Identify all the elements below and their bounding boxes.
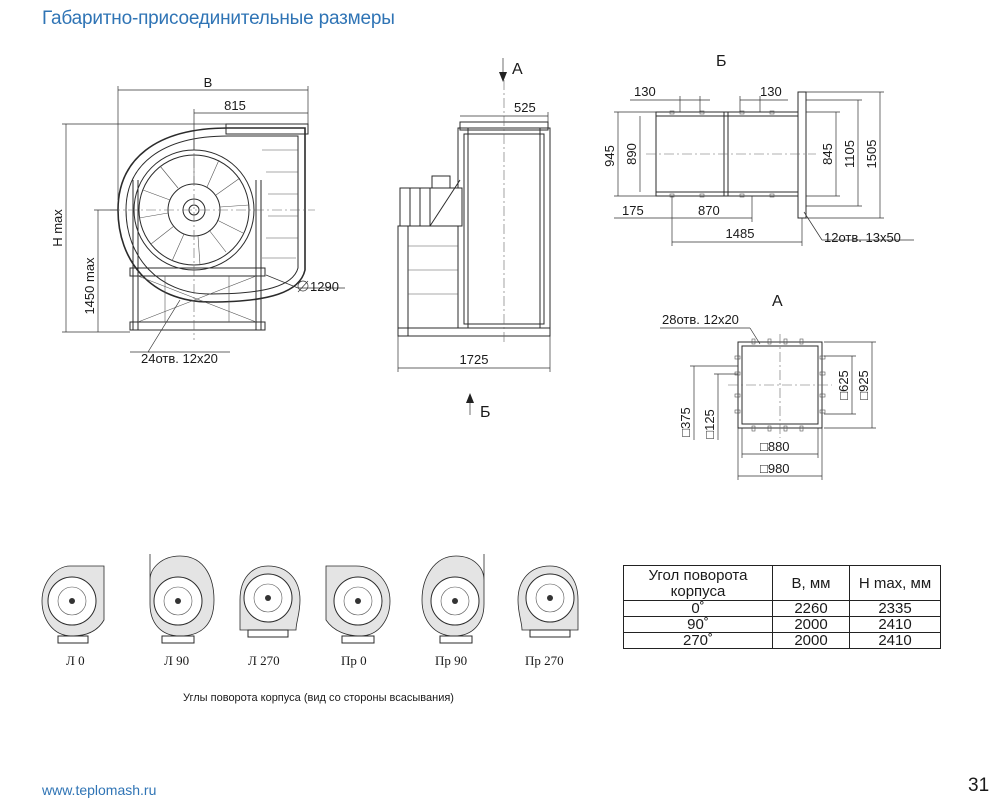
table-row: 90˚ 2000 2410 — [623, 616, 941, 633]
table-cell: 0˚ — [623, 600, 773, 617]
table-cell: 2410 — [849, 632, 941, 649]
front-arrow-a: А — [512, 61, 523, 78]
table-header: H max, мм — [849, 565, 941, 601]
front-view: А Б 525 1725 — [397, 58, 551, 421]
side-holes-label: 24отв. 12х20 — [141, 351, 218, 366]
table-header-row: Угол поворота корпуса В, мм H max, мм — [623, 565, 941, 601]
table-cell: 2410 — [849, 616, 941, 633]
dim-1505-label: 1505 — [864, 140, 879, 169]
view-b-holes-label: 12отв. 13х50 — [824, 230, 901, 245]
view-a-holes-label: 28отв. 12х20 — [662, 312, 739, 327]
sizes-table: Угол поворота корпуса В, мм H max, мм 0˚… — [623, 565, 941, 649]
dim-945-label: 945 — [602, 145, 617, 167]
view-a: А 28отв. 12х20 □625 □925 □375 — [660, 293, 876, 480]
rotation-icons: Л 0 Л 90 Л 270 Пр 0 — [41, 554, 579, 668]
dim-175-label: 175 — [622, 203, 644, 218]
rotation-label-l0: Л 0 — [66, 653, 85, 668]
dim-815-label: 815 — [224, 98, 246, 113]
page-title: Габаритно-присоединительные размеры — [42, 8, 395, 29]
rotation-icon-pr90: Пр 90 — [421, 554, 485, 668]
rotation-icon-pr270: Пр 270 — [517, 565, 579, 668]
dim-b-label: В — [204, 75, 213, 90]
table-cell: 2335 — [849, 600, 941, 617]
dim-130-right: 130 — [760, 84, 782, 99]
dim-125-label: □125 — [702, 409, 717, 439]
table-row: 270˚ 2000 2410 — [623, 632, 941, 649]
side-view: В 815 H max 1450 max 1290 24отв. 12х20 — [50, 75, 345, 366]
dim-1105-label: 1105 — [842, 140, 857, 168]
page-number: 31 — [968, 775, 990, 796]
table-header: В, мм — [772, 565, 850, 601]
rotation-label-pr270: Пр 270 — [525, 653, 564, 668]
view-b: Б 130 130 945 890 845 — [602, 53, 914, 246]
rotations-caption: Углы поворота корпуса (вид со стороны вс… — [183, 692, 454, 704]
table-cell: 2260 — [772, 600, 850, 617]
rotation-label-pr90: Пр 90 — [435, 653, 467, 668]
dim-845-label: 845 — [820, 143, 835, 165]
dim-625-label: □625 — [836, 370, 851, 400]
dim-925-label: □925 — [856, 370, 871, 400]
rotation-icon-pr0: Пр 0 — [325, 565, 391, 668]
view-b-title: Б — [716, 53, 727, 70]
dim-1725-label: 1725 — [460, 352, 489, 367]
site-url-link[interactable]: www.teplomash.ru — [42, 782, 157, 798]
table-cell: 270˚ — [623, 632, 773, 649]
rotation-icon-l90: Л 90 — [149, 554, 215, 668]
rotation-icon-l0: Л 0 — [41, 565, 105, 668]
table-cell: 2000 — [772, 632, 850, 649]
dim-880-label: □880 — [760, 439, 790, 454]
dim-870-label: 870 — [698, 203, 720, 218]
dim-980-label: □980 — [760, 461, 790, 476]
table-cell: 2000 — [772, 616, 850, 633]
table-cell: 90˚ — [623, 616, 773, 633]
view-a-title: А — [772, 293, 783, 310]
dim-d1290-label: 1290 — [310, 279, 339, 294]
dim-1485-label: 1485 — [726, 226, 755, 241]
dim-375-label: □375 — [678, 407, 693, 437]
dim-1450-label: 1450 max — [82, 257, 97, 315]
front-arrow-b: Б — [480, 404, 491, 421]
rotation-icon-l270: Л 270 — [239, 565, 301, 668]
table-row: 0˚ 2260 2335 — [623, 600, 941, 617]
table-header: Угол поворота корпуса — [623, 565, 773, 601]
rotation-label-l270: Л 270 — [248, 653, 280, 668]
dim-890-label: 890 — [624, 143, 639, 165]
rotation-label-l90: Л 90 — [164, 653, 189, 668]
dim-130-left: 130 — [634, 84, 656, 99]
rotation-label-pr0: Пр 0 — [341, 653, 367, 668]
dim-525-label: 525 — [514, 100, 536, 115]
dim-h-max-label: H max — [50, 209, 65, 247]
